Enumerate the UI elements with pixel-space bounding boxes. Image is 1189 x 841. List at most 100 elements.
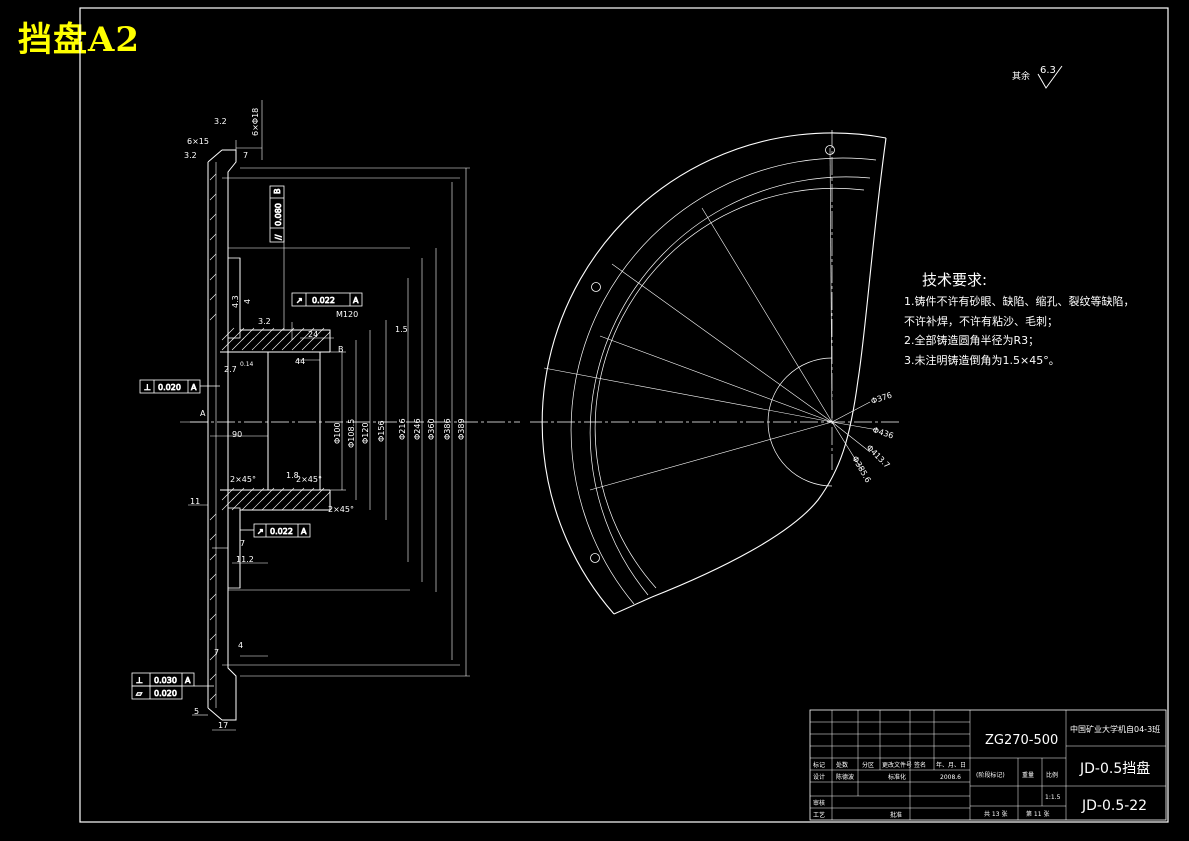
surface-roughness-note: 其余 6.3: [1012, 65, 1063, 89]
svg-text:2×45°: 2×45°: [230, 475, 256, 484]
svg-text:(阶段标记): (阶段标记): [976, 771, 1005, 779]
svg-text:2.7: 2.7: [224, 365, 237, 374]
svg-text:0.022: 0.022: [270, 527, 293, 536]
svg-text:签名: 签名: [914, 761, 926, 769]
svg-text:1.铸件不许有砂眼、缺陷、缩孔、裂纹等缺陷，: 1.铸件不许有砂眼、缺陷、缩孔、裂纹等缺陷，: [904, 294, 1135, 308]
tolerance-frame-perpendicularity-1: ⊥ 0.020 A: [139, 379, 220, 394]
svg-text:17: 17: [218, 721, 228, 730]
svg-text:分区: 分区: [862, 761, 874, 769]
svg-text:44: 44: [295, 357, 305, 366]
diameter-dimension-lines: [240, 167, 470, 677]
outer-border: [79, 7, 1169, 823]
tech-req-heading: 技术要求:: [922, 271, 987, 289]
svg-text:3.2: 3.2: [184, 151, 197, 160]
tolerance-frame-runout-1: ↗ 0.022 A: [291, 292, 363, 307]
section-view-labels: 6×15 3.2 3.2 7 6×Φ18 3.2 4.3 4 24 M120 1…: [184, 108, 466, 730]
svg-text:第 11 张: 第 11 张: [1026, 810, 1049, 818]
school-name: 中国矿业大学机自04-3班: [1070, 724, 1160, 734]
svg-text:共 13 张: 共 13 张: [984, 810, 1007, 818]
svg-text:Φ413.7: Φ413.7: [865, 443, 892, 470]
svg-text:4: 4: [238, 641, 243, 650]
svg-text://: //: [274, 234, 283, 240]
svg-text:0.14: 0.14: [240, 361, 254, 368]
svg-text:Φ100: Φ100: [333, 422, 342, 444]
top-view: [530, 130, 900, 615]
svg-text:6×15: 6×15: [187, 137, 209, 146]
svg-text:0.022: 0.022: [312, 296, 335, 305]
svg-text:处数: 处数: [836, 761, 848, 769]
svg-text:7: 7: [240, 539, 245, 548]
svg-text:⊥: ⊥: [144, 383, 151, 392]
tolerance-frame-perpendicularity-2: ⊥ 0.030 A: [131, 672, 195, 687]
svg-text:B: B: [273, 189, 282, 195]
svg-text:3.2: 3.2: [258, 317, 271, 326]
roughness-value: 6.3: [1040, 65, 1056, 76]
svg-text:11.2: 11.2: [236, 555, 254, 564]
svg-text:2×45°: 2×45°: [296, 475, 322, 484]
svg-text:7: 7: [243, 151, 248, 160]
svg-text:Φ108.5: Φ108.5: [347, 419, 356, 448]
svg-text:重量: 重量: [1022, 771, 1034, 779]
material: ZG270-500: [985, 733, 1058, 748]
svg-text:0.020: 0.020: [154, 689, 177, 698]
svg-text:11: 11: [190, 497, 200, 506]
svg-text:Φ246: Φ246: [413, 418, 422, 440]
part-name: JD-0.5挡盘: [1079, 760, 1150, 777]
svg-text:A: A: [185, 676, 191, 685]
svg-text:1.5: 1.5: [395, 325, 408, 334]
svg-text:标记: 标记: [813, 761, 825, 769]
svg-text:标准化: 标准化: [888, 773, 906, 781]
svg-text:Φ389: Φ389: [457, 418, 466, 440]
svg-text:A: A: [191, 383, 197, 392]
svg-text:A: A: [353, 296, 359, 305]
svg-text:0.030: 0.030: [154, 676, 177, 685]
svg-text:7: 7: [214, 648, 219, 657]
section-view: [180, 100, 520, 731]
svg-text:Φ216: Φ216: [398, 418, 407, 440]
svg-text:批准: 批准: [890, 811, 902, 819]
datum-b-marker: B: [338, 345, 344, 354]
svg-text:Φ386: Φ386: [443, 418, 452, 440]
svg-text:5: 5: [194, 707, 199, 716]
svg-text:4: 4: [243, 299, 252, 304]
svg-text:2×45°: 2×45°: [328, 505, 354, 514]
technical-requirements: 技术要求: 1.铸件不许有砂眼、缺陷、缩孔、裂纹等缺陷， 不许补焊，不许有粘沙、…: [904, 271, 1135, 367]
svg-text:Φ156: Φ156: [377, 420, 386, 442]
svg-text:4.3: 4.3: [231, 295, 240, 308]
svg-text:更改文件号: 更改文件号: [882, 761, 912, 769]
svg-text:2008.6: 2008.6: [940, 774, 961, 781]
svg-text:1:1.5: 1:1.5: [1045, 794, 1061, 801]
svg-text:陈德波: 陈德波: [836, 773, 854, 781]
svg-text:工艺: 工艺: [813, 811, 825, 819]
tolerance-frame-runout-2: ↗ 0.022 A: [240, 523, 311, 538]
svg-text:90: 90: [232, 430, 242, 439]
datum-a-marker: A: [200, 409, 206, 418]
svg-text:M120: M120: [336, 310, 358, 319]
svg-text:不许补焊，不许有粘沙、毛刺；: 不许补焊，不许有粘沙、毛刺；: [904, 314, 1058, 328]
svg-text:↗: ↗: [257, 527, 264, 536]
svg-text:Φ385.6: Φ385.6: [850, 455, 872, 485]
top-view-labels: Φ376 Φ436 Φ413.7 Φ385.6: [850, 391, 894, 485]
svg-text:Φ120: Φ120: [361, 422, 370, 444]
svg-text:2.全部铸造圆角半径为R3；: 2.全部铸造圆角半径为R3；: [904, 333, 1039, 347]
drawing-number: JD-0.5-22: [1081, 798, 1147, 814]
svg-text:3.2: 3.2: [214, 117, 227, 126]
svg-text:审核: 审核: [813, 799, 825, 807]
drawing-title: 挡盘A2: [18, 20, 141, 60]
svg-text:设计: 设计: [813, 773, 825, 781]
svg-text:A: A: [301, 527, 307, 536]
svg-text:6×Φ18: 6×Φ18: [251, 108, 260, 136]
svg-text:比例: 比例: [1046, 771, 1058, 779]
svg-text:▱: ▱: [136, 689, 143, 698]
svg-text:年、月、日: 年、月、日: [936, 761, 966, 769]
svg-text:0.080: 0.080: [274, 203, 283, 226]
svg-text:Φ360: Φ360: [427, 418, 436, 440]
tolerance-frame-flatness: ▱ 0.020: [131, 685, 214, 700]
svg-text:Φ376: Φ376: [870, 391, 893, 406]
svg-text:0.020: 0.020: [158, 383, 181, 392]
svg-text:⊥: ⊥: [136, 676, 143, 685]
tolerance-frame-parallelism: B 0.080 //: [269, 185, 285, 243]
section-hatching: [209, 173, 331, 701]
roughness-label: 其余: [1012, 70, 1030, 82]
